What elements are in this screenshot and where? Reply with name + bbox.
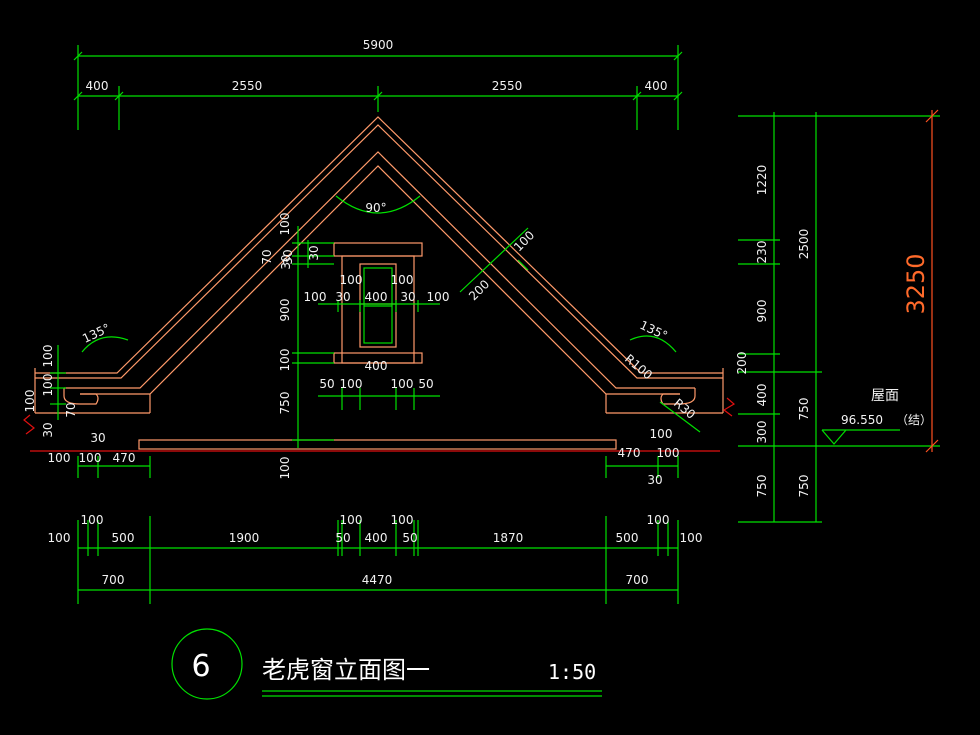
left-eave-dimensions	[50, 345, 66, 420]
dim-eave-left-1: 100	[41, 345, 55, 368]
dim-top-seg-4: 400	[645, 79, 668, 93]
dim-bottom-r2-3: 700	[626, 573, 649, 587]
dim-edge-right-4: 100	[650, 427, 673, 441]
elevation-marker	[821, 429, 900, 445]
dim-left-750: 750	[278, 392, 292, 415]
break-mark-right	[722, 397, 736, 417]
dim-bottom-r1-3: 500	[112, 531, 135, 545]
dim-window-bottom-2: 100	[340, 377, 363, 391]
drawing-number: 6	[191, 649, 210, 684]
dim-right-c1-2: 230	[755, 241, 769, 264]
dim-bottom-r2-1: 700	[102, 573, 125, 587]
dim-window-100a: 100	[340, 273, 363, 287]
angle-left-eave: 135°	[80, 321, 112, 346]
dim-edge-left-3: 470	[113, 451, 136, 465]
dim-window-row-3: 400	[365, 290, 388, 304]
dim-left-900: 900	[278, 299, 292, 322]
dim-left-100-low: 100	[278, 457, 292, 480]
drawing-number-circle	[171, 628, 243, 700]
dim-window-bottom-4: 50	[418, 377, 433, 391]
dim-window-row-1: 100	[304, 290, 327, 304]
dim-bottom-r1-7: 400	[365, 531, 388, 545]
dim-right-c1-7: 750	[755, 475, 769, 498]
dim-left-70: 70	[260, 249, 274, 264]
window-horizontal-chain	[318, 300, 440, 410]
angle-arc-left	[81, 336, 129, 353]
angle-right-eave: 135°	[638, 318, 670, 343]
dim-edge-right-3: 30	[647, 473, 662, 487]
angle-arc-right	[629, 335, 677, 353]
dim-right-c2-3: 750	[797, 475, 811, 498]
dim-edge-left-2: 100	[79, 451, 102, 465]
dim-right-c2-1: 2500	[797, 229, 811, 260]
dim-left-slope-100: 100	[278, 213, 292, 236]
dim-bottom-r1-12: 100	[647, 513, 670, 527]
dim-bottom-r1-13: 100	[680, 531, 703, 545]
dim-bottom-r1-1: 100	[48, 531, 71, 545]
window-vertical-chain	[292, 226, 334, 448]
dim-window-row-4: 30	[400, 290, 415, 304]
dim-bottom-r1-11: 500	[616, 531, 639, 545]
roof-outline	[34, 116, 724, 450]
dim-eave-left-5: 30	[41, 422, 55, 437]
roof-level-label: 屋面	[871, 388, 899, 404]
dim-edge-right-2: 100	[657, 446, 680, 460]
dim-top-seg-2: 2550	[232, 79, 263, 93]
dim-bottom-r1-9: 100	[391, 513, 414, 527]
angle-arc-ridge	[335, 195, 421, 214]
drawing-scale: 1:50	[548, 660, 596, 684]
dim-bottom-r2-2: 4470	[362, 573, 393, 587]
top-dimension-lines	[73, 45, 683, 130]
right-dimension-lines	[738, 109, 940, 523]
dim-right-c2-2: 750	[797, 398, 811, 421]
dim-edge-right-1: 470	[618, 446, 641, 460]
dim-right-c1-3: 900	[755, 300, 769, 323]
dim-left-100-mid: 100	[278, 349, 292, 372]
bottom-dimension-lines	[77, 516, 679, 604]
dim-eave-left-4: 70	[64, 402, 78, 417]
dim-eave-left-2: 100	[41, 374, 55, 397]
dim-right-c1-4: 200	[735, 352, 749, 375]
dim-top-seg-3: 2550	[492, 79, 523, 93]
dim-right-c1-6: 300	[755, 421, 769, 444]
dim-window-bottom-1: 50	[319, 377, 334, 391]
roof-elevation: 96.550	[841, 413, 883, 427]
dim-bottom-r1-4: 1900	[229, 531, 260, 545]
dim-edge-left-1: 100	[48, 451, 71, 465]
dim-window-row-2: 30	[335, 290, 350, 304]
break-mark-left	[23, 414, 35, 435]
dim-window-100b: 100	[391, 273, 414, 287]
slope-dimension	[459, 227, 529, 293]
dim-overall-width: 5900	[363, 38, 394, 52]
bottom-edge-dimensions	[77, 456, 679, 478]
angle-ridge: 90°	[365, 201, 386, 215]
dim-bottom-r1-6: 50	[335, 531, 350, 545]
drawing-title: 老虎窗立面图一	[262, 656, 430, 684]
dim-eave-left-3: 100	[23, 390, 37, 413]
dim-bottom-r1-2: 100	[81, 513, 104, 527]
dim-window-top-30a: 30	[281, 249, 295, 264]
dim-left-30: 30	[279, 254, 293, 269]
dim-bottom-r1-8: 50	[402, 531, 417, 545]
dim-right-c1-5: 400	[755, 384, 769, 407]
dim-window-top-30b: 30	[307, 245, 321, 260]
dim-eave-left-6: 30	[90, 431, 105, 445]
dim-window-bottom-3: 100	[391, 377, 414, 391]
leader-radius	[659, 401, 701, 433]
dim-window-width: 400	[365, 359, 388, 373]
dim-window-row-5: 100	[427, 290, 450, 304]
roof-elevation-note: （结）	[896, 413, 932, 427]
dim-overall-height: 3250	[902, 253, 930, 314]
dim-top-seg-1: 400	[86, 79, 109, 93]
dim-bottom-r1-10: 1870	[493, 531, 524, 545]
dim-slope-depth: 200	[466, 277, 492, 303]
dim-right-c1-1: 1220	[755, 165, 769, 196]
dim-bottom-r1-5: 100	[340, 513, 363, 527]
